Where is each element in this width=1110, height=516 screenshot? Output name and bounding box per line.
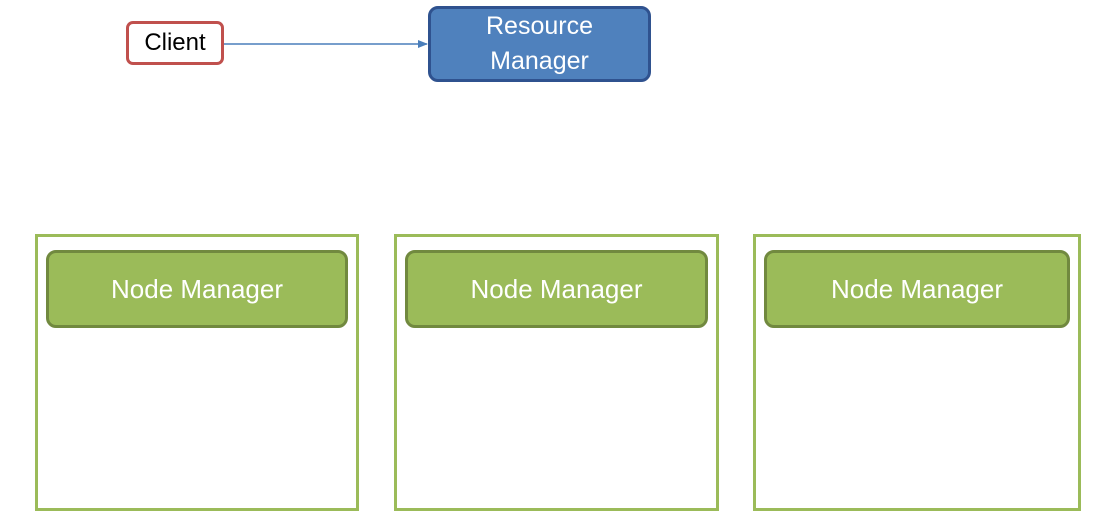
resource-manager-label-line1: Resource bbox=[486, 12, 593, 40]
resource-manager-label-line2: Manager bbox=[490, 47, 589, 75]
node-manager-3: Node Manager bbox=[764, 250, 1070, 328]
node-container-2: Node Manager bbox=[394, 234, 719, 511]
resource-manager-node: Resource Manager bbox=[428, 6, 651, 82]
node-container-3: Node Manager bbox=[753, 234, 1081, 511]
client-label: Client bbox=[144, 29, 206, 56]
node-manager-label: Node Manager bbox=[470, 273, 643, 304]
client-node: Client bbox=[126, 21, 224, 65]
node-container-1: Node Manager bbox=[35, 234, 359, 511]
node-manager-label: Node Manager bbox=[111, 273, 283, 304]
node-manager-label: Node Manager bbox=[831, 273, 1003, 304]
node-manager-1: Node Manager bbox=[46, 250, 348, 328]
node-manager-2: Node Manager bbox=[405, 250, 708, 328]
